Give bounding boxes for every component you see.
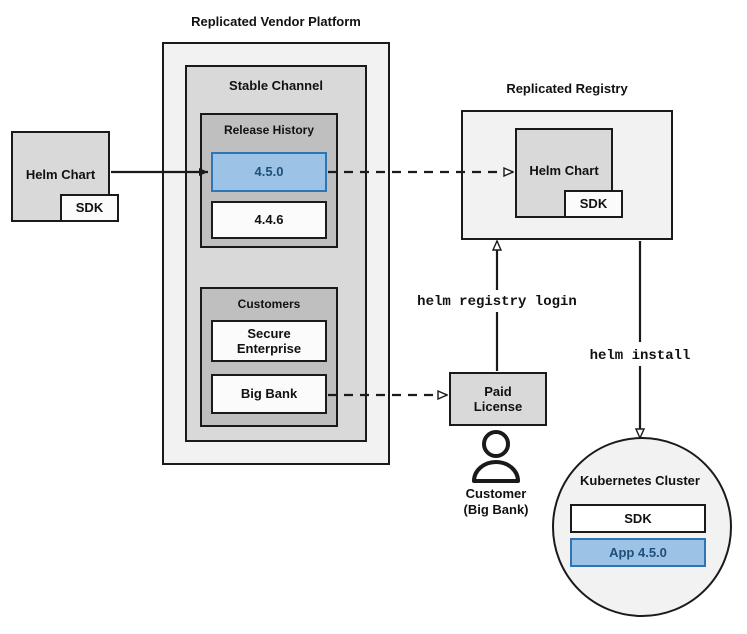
kubernetes-cluster-title: Kubernetes Cluster [580, 473, 700, 488]
source-sdk-node: SDK [60, 194, 119, 222]
stable-channel-title: Stable Channel [229, 78, 323, 93]
customer-secure-enterprise-label: Secure Enterprise [236, 325, 302, 356]
registry-sdk-label: SDK [579, 196, 608, 212]
paid-license-node: Paid License [449, 372, 547, 426]
registry-title: Replicated Registry [506, 81, 628, 96]
customer-person-icon [472, 430, 520, 483]
source-helm-chart-label: Helm Chart [25, 167, 96, 182]
customer-secure-enterprise[interactable]: Secure Enterprise [211, 320, 327, 362]
vendor-platform-title: Replicated Vendor Platform [191, 14, 361, 29]
registry-helm-chart-label: Helm Chart [529, 163, 599, 178]
customer-big-bank[interactable]: Big Bank [211, 374, 327, 414]
release-version-current-label: 4.5.0 [254, 164, 284, 180]
customer-big-bank-label: Big Bank [240, 386, 298, 402]
cluster-app-label: App 4.5.0 [609, 544, 667, 560]
release-history-title: Release History [223, 123, 315, 137]
cluster-sdk-label: SDK [624, 510, 652, 526]
helm-install-command: helm install [589, 348, 691, 364]
customer-person-caption: Customer (Big Bank) [463, 486, 529, 518]
registry-sdk-node: SDK [564, 190, 623, 218]
release-version-previous-label: 4.4.6 [254, 212, 284, 228]
cluster-app-node: App 4.5.0 [570, 538, 706, 567]
source-sdk-label: SDK [75, 200, 104, 216]
helm-registry-login-command: helm registry login [417, 294, 577, 310]
paid-license-label: Paid License [473, 383, 523, 414]
release-version-previous[interactable]: 4.4.6 [211, 201, 327, 239]
release-version-current[interactable]: 4.5.0 [211, 152, 327, 192]
customers-title: Customers [237, 297, 301, 311]
cluster-sdk-node: SDK [570, 504, 706, 533]
